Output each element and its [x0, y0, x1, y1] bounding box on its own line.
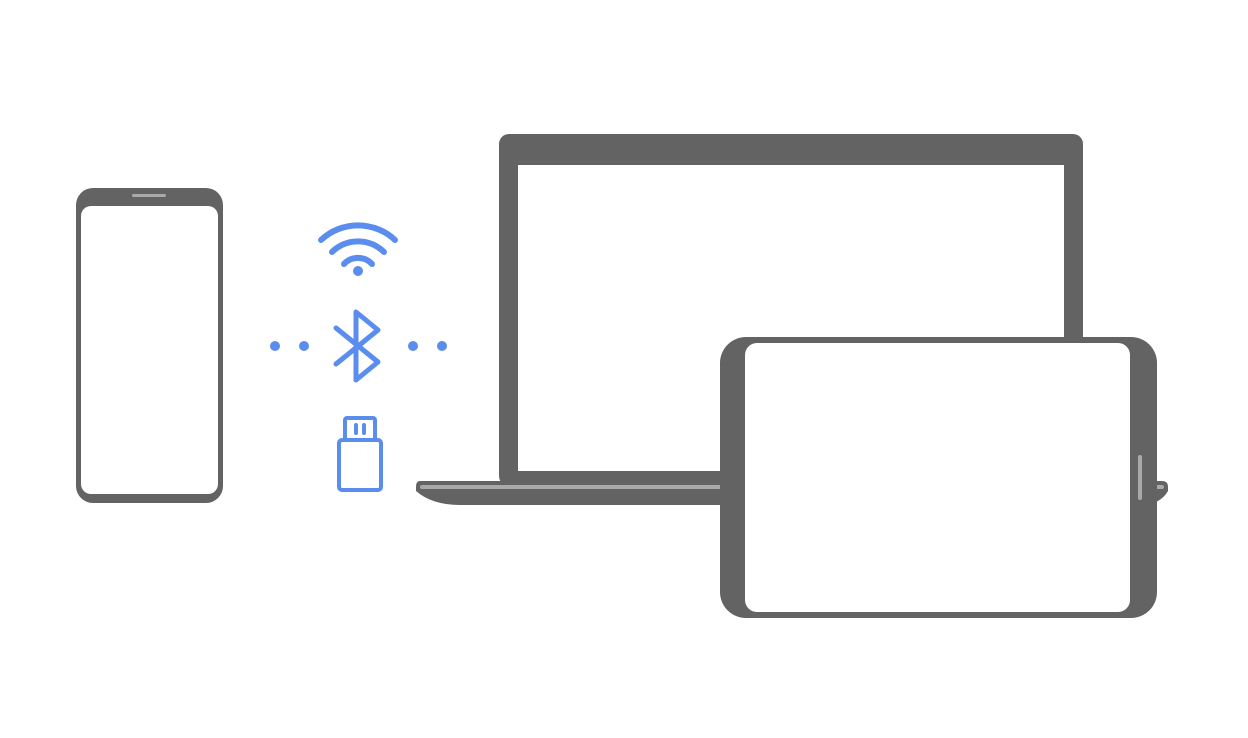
wifi-inner-arc	[341, 254, 375, 267]
tablet-screen	[745, 343, 1130, 612]
wifi-middle-arc	[329, 238, 387, 255]
tablet-home-indicator	[1138, 455, 1142, 500]
dot-right-outer	[437, 341, 447, 351]
usb-body	[337, 438, 383, 492]
dot-right-inner	[408, 341, 418, 351]
smartphone-earpiece	[132, 194, 166, 197]
dot-left-inner	[299, 341, 309, 351]
connection-icons	[270, 222, 447, 492]
tablet-icon	[720, 337, 1157, 618]
smartphone-icon	[76, 188, 223, 503]
usb-connector	[343, 416, 377, 442]
bluetooth-group	[270, 309, 447, 383]
wifi-dot	[353, 266, 363, 276]
usb-icon	[337, 416, 383, 492]
dot-left-outer	[270, 341, 280, 351]
bluetooth-icon	[333, 309, 381, 383]
wifi-icon	[318, 222, 398, 276]
wifi-outer-arc	[318, 222, 398, 243]
smartphone-screen	[81, 206, 218, 494]
